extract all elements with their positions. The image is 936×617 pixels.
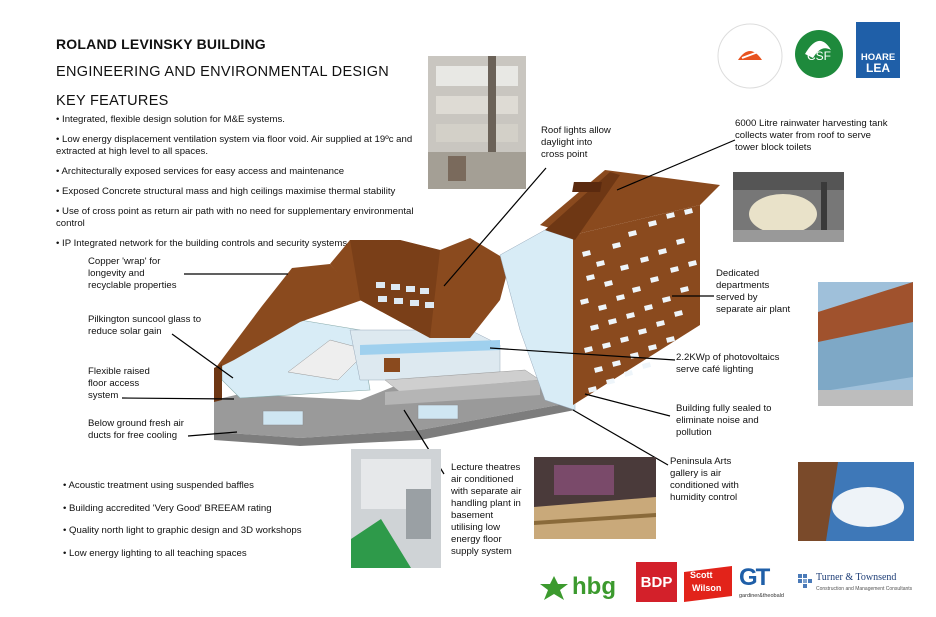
callout-lecture: Lecture theatres air conditioned with se…: [451, 462, 522, 557]
workshop-photo: [351, 449, 441, 568]
leader-lines: [121, 139, 736, 475]
lower-features-list: Acoustic treatment using suspended baffl…: [63, 480, 353, 570]
callout-copper: Copper 'wrap' for longevity and recyclab…: [88, 256, 177, 291]
tower-window: [648, 344, 657, 351]
tower-window: [594, 366, 603, 373]
page-subtitle: ENGINEERING AND ENVIRONMENTAL DESIGN: [56, 64, 390, 80]
tower-window: [638, 328, 647, 335]
tower-window: [616, 294, 625, 301]
tower-window: [588, 386, 597, 393]
tower-window: [648, 220, 657, 227]
tower-window: [662, 296, 671, 303]
copper-roof: [214, 264, 362, 370]
tower-window: [620, 336, 629, 343]
svg-text:CSF: CSF: [807, 49, 831, 63]
callout-floor: Flexible raised floor access system: [88, 366, 150, 401]
callout-pv: 2.2KWp of photovoltaics serve café light…: [676, 352, 780, 375]
tower-window: [605, 378, 615, 385]
callout-departments: Dedicated departments served by separate…: [716, 268, 791, 315]
tower-photo: [818, 282, 913, 406]
tower-window: [640, 256, 649, 263]
feature-item: Architecturally exposed services for eas…: [56, 166, 426, 178]
tower-window: [580, 298, 589, 305]
bdp-logo: BDP: [636, 562, 677, 602]
tower-window: [674, 310, 683, 317]
feature-item: Use of cross point as return air path wi…: [56, 206, 426, 230]
plymouth-logo: [716, 22, 784, 90]
lecture-theatre-photo: [534, 457, 656, 539]
tower-window: [604, 280, 613, 287]
tower-window: [624, 370, 633, 377]
tower-window: [650, 276, 659, 283]
sky-photo: [798, 462, 914, 541]
tower-window: [642, 362, 651, 369]
tower-window: [665, 336, 675, 343]
tower-window: [658, 248, 667, 255]
feature-item: Acoustic treatment using suspended baffl…: [63, 480, 353, 492]
tower-window: [608, 318, 617, 325]
tower-window: [586, 274, 595, 281]
callout-rooflights: Roof lights allow daylight into cross po…: [541, 125, 611, 160]
callout-ducts: Below ground fresh air ducts for free co…: [88, 418, 184, 441]
callout-glass: Pilkington suncool glass to reduce solar…: [88, 314, 202, 337]
tower-window: [598, 304, 607, 311]
tower-window: [632, 286, 641, 293]
tower-window: [644, 304, 653, 311]
feature-item: Low energy displacement ventilation syst…: [56, 134, 426, 158]
rooflights: [376, 282, 434, 308]
key-features-list: Integrated, flexible design solution for…: [56, 114, 426, 258]
scott-wilson-logo: Scott Wilson: [684, 566, 732, 602]
tower-windows: [580, 208, 697, 393]
tower-window: [596, 260, 605, 267]
tower-window: [626, 312, 635, 319]
feature-item: IP Integrated network for the building c…: [56, 238, 426, 250]
tower-window: [620, 264, 629, 271]
page-title: ROLAND LEVINSKY BUILDING: [56, 36, 266, 52]
csf-logo: CSF: [791, 20, 847, 82]
hbg-logo: hbg: [540, 572, 632, 602]
atrium-photo: [428, 56, 526, 189]
tower-window: [602, 342, 611, 349]
tower-window: [628, 230, 637, 237]
turner-townsend-logo: Turner & Townsend Construction and Manag…: [798, 572, 918, 600]
hoare-lea-logo: HOARE LEA: [856, 22, 900, 78]
feature-item: Low energy lighting to all teaching spac…: [63, 548, 353, 560]
tower-window: [684, 208, 693, 215]
tower-window: [688, 260, 697, 267]
tower-window: [612, 360, 621, 367]
callout-rainwater: 6000 Litre rainwater harvesting tank col…: [735, 118, 888, 153]
tower-window: [676, 238, 685, 245]
feature-item: Building accredited 'Very Good' BREEAM r…: [63, 503, 353, 515]
feature-item: Integrated, flexible design solution for…: [56, 114, 426, 126]
tower-window: [584, 346, 593, 353]
gardiner-theobald-logo: GT gardiner&theobald: [739, 564, 784, 599]
tower-window: [680, 286, 689, 293]
tower-window: [590, 324, 599, 331]
tower-window: [666, 212, 675, 219]
section-heading: KEY FEATURES: [56, 93, 169, 109]
feature-item: Exposed Concrete structural mass and hig…: [56, 186, 426, 198]
tower-window: [670, 266, 679, 273]
feature-item: Quality north light to graphic design an…: [63, 525, 353, 537]
tower-window: [612, 242, 621, 249]
callout-sealed: Building fully sealed to eliminate noise…: [676, 403, 772, 438]
callout-gallery: Peninsula Arts gallery is air conditione…: [670, 456, 739, 503]
tank-photo: [733, 172, 844, 242]
tower-window: [656, 320, 665, 327]
tower-window: [581, 250, 591, 257]
